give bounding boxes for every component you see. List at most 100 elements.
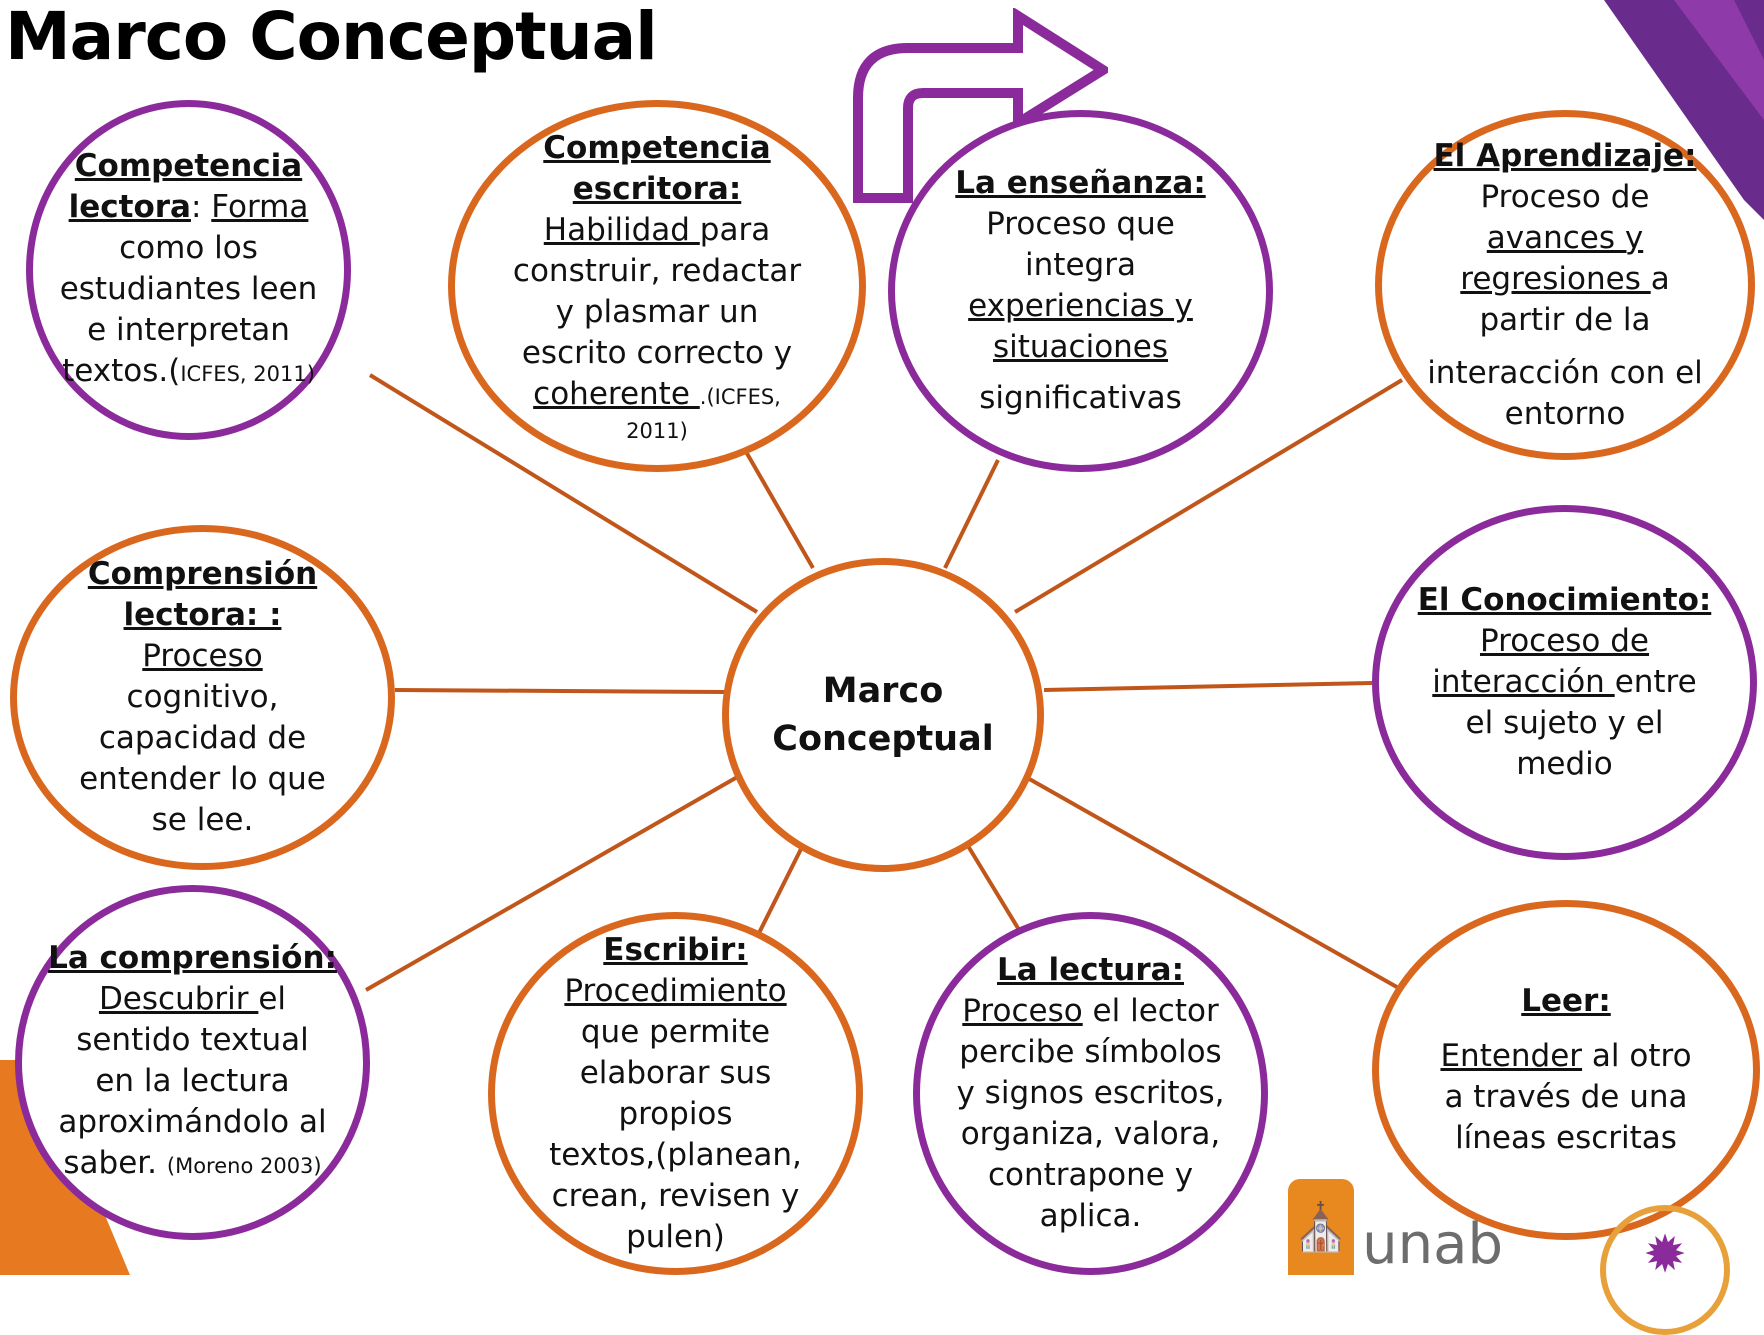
center-node: Marco Conceptual — [722, 558, 1044, 872]
node-text: situaciones — [992, 329, 1169, 365]
node-text: pulen) — [626, 1218, 725, 1255]
center-line-1: Marco — [822, 671, 944, 711]
node-heading: La lectura: — [997, 952, 1184, 988]
node-text: Procedimiento — [564, 972, 787, 1009]
node-text: Proceso de — [1480, 178, 1650, 215]
node-text: elaborar sus — [579, 1054, 772, 1091]
node-text: y signos escritos, — [956, 1075, 1225, 1111]
node-text: entender lo que — [79, 761, 326, 797]
node-text: construir, redactar — [512, 253, 802, 289]
node-heading: Comprensión — [87, 556, 318, 592]
node-text: capacidad de — [98, 720, 307, 756]
node-comprension-lectora: Comprensión lectora: : Proceso cognitivo… — [10, 525, 395, 870]
connector-comprension — [365, 770, 747, 992]
node-text: experiencias y — [968, 288, 1193, 324]
curved-arrow-right-icon — [853, 8, 1108, 203]
citation: .(ICFES, — [699, 385, 781, 409]
node-text: Habilidad — [543, 212, 700, 248]
node-text: en la lectura — [95, 1063, 290, 1099]
node-leer: Leer: Entender al otro a través de una l… — [1372, 900, 1760, 1240]
node-text: e interpretan — [87, 311, 290, 348]
node-text: : — [190, 188, 212, 225]
node-text: aproximándolo al — [58, 1104, 327, 1140]
node-text: medio — [1516, 746, 1613, 782]
node-text: percibe símbolos — [959, 1034, 1222, 1070]
seal-logo-icon: ✹ — [1600, 1205, 1730, 1335]
node-text: y plasmar un — [555, 294, 759, 330]
node-competencia-escritora: Competencia escritora: Habilidad para co… — [448, 100, 866, 472]
node-text: escrito correcto y — [521, 335, 793, 371]
node-heading: El Conocimiento: — [1417, 582, 1712, 618]
node-text: Proceso de — [1479, 623, 1650, 659]
node-conocimiento: El Conocimiento: Proceso de interacción … — [1372, 505, 1757, 860]
node-text: como los — [119, 229, 258, 266]
node-text: interacción con el — [1427, 354, 1703, 391]
node-text: para — [699, 212, 771, 248]
node-heading: La enseñanza: — [955, 165, 1206, 201]
node-text: Proceso que — [986, 206, 1175, 242]
node-heading: Competencia — [74, 147, 303, 184]
node-text: a través de una — [1444, 1079, 1688, 1115]
node-text: avances y — [1486, 219, 1644, 256]
node-text: partir de la — [1479, 301, 1651, 338]
unab-logo-text: unab — [1362, 1212, 1503, 1277]
node-text: contrapone y — [987, 1157, 1194, 1193]
connector-competencia-escritora — [743, 449, 815, 569]
citation: 2011) — [626, 419, 688, 443]
node-text: el sujeto y el — [1465, 705, 1664, 741]
node-text: se lee. — [151, 802, 254, 838]
node-text: entorno — [1504, 395, 1626, 432]
unab-logo-icon: ⛪ — [1288, 1179, 1355, 1275]
node-text: a — [1650, 260, 1670, 297]
connector-aprendizaje — [1013, 378, 1404, 614]
citation: (Moreno 2003) — [166, 1154, 322, 1178]
connector-conocimiento — [1043, 681, 1373, 692]
citation: ICFES, 2011) — [180, 361, 315, 386]
node-text: Forma — [211, 188, 309, 225]
node-text: al otro — [1582, 1038, 1692, 1074]
node-text: Proceso — [142, 638, 263, 674]
node-text: organiza, valora, — [960, 1116, 1221, 1152]
corner-decoration — [1604, 0, 1764, 220]
node-heading: La comprensión: — [48, 940, 337, 976]
node-text: propios — [618, 1095, 733, 1132]
node-heading: lectora — [68, 188, 191, 225]
node-text: textos.( — [62, 352, 181, 389]
page-title: Marco Conceptual — [5, 0, 658, 75]
connector-ensenanza — [943, 459, 1000, 569]
unab-logo: ⛪ unab — [1288, 1175, 1503, 1275]
node-text: saber. — [63, 1145, 167, 1181]
node-escribir: Escribir: Procedimiento que permite elab… — [488, 912, 863, 1275]
node-text: que permite — [580, 1013, 771, 1050]
connector-lines — [365, 373, 1404, 992]
node-text: aplica. — [1039, 1198, 1142, 1234]
node-competencia-lectora: Competencia lectora: Forma como los estu… — [26, 100, 351, 440]
node-text: integra — [1025, 247, 1136, 283]
node-heading: Competencia — [543, 130, 771, 166]
node-text: interacción — [1432, 664, 1615, 700]
node-lectura: La lectura: Proceso el lector percibe sí… — [913, 912, 1268, 1275]
center-line-2: Conceptual — [772, 719, 994, 759]
node-heading: Escribir: — [603, 931, 748, 968]
node-text: el lector — [1082, 993, 1219, 1029]
node-text: textos,(planean, — [549, 1136, 802, 1173]
node-text: sentido textual — [76, 1022, 309, 1058]
connector-leer — [1016, 770, 1403, 992]
node-comprension: La comprensión: Descubrir el sentido tex… — [15, 885, 370, 1240]
node-text: líneas escritas — [1455, 1120, 1677, 1156]
node-text: el — [258, 981, 287, 1017]
node-heading: escritora: — [572, 171, 742, 207]
node-text: cognitivo, — [126, 679, 279, 715]
node-heading: Leer: — [1521, 983, 1611, 1019]
node-text: entre — [1614, 664, 1697, 700]
node-text: estudiantes leen — [59, 270, 318, 307]
node-heading: lectora: : — [123, 597, 282, 633]
node-text: Entender — [1440, 1038, 1583, 1074]
node-text: coherente — [533, 376, 700, 412]
connector-competencia-lectora — [368, 373, 759, 614]
node-text: significativas — [979, 380, 1182, 416]
connector-comprension-lectora — [394, 688, 726, 694]
node-text: crean, revisen y — [551, 1177, 800, 1214]
node-heading: El Aprendizaje: — [1433, 137, 1697, 174]
node-text: Descubrir — [98, 981, 259, 1017]
